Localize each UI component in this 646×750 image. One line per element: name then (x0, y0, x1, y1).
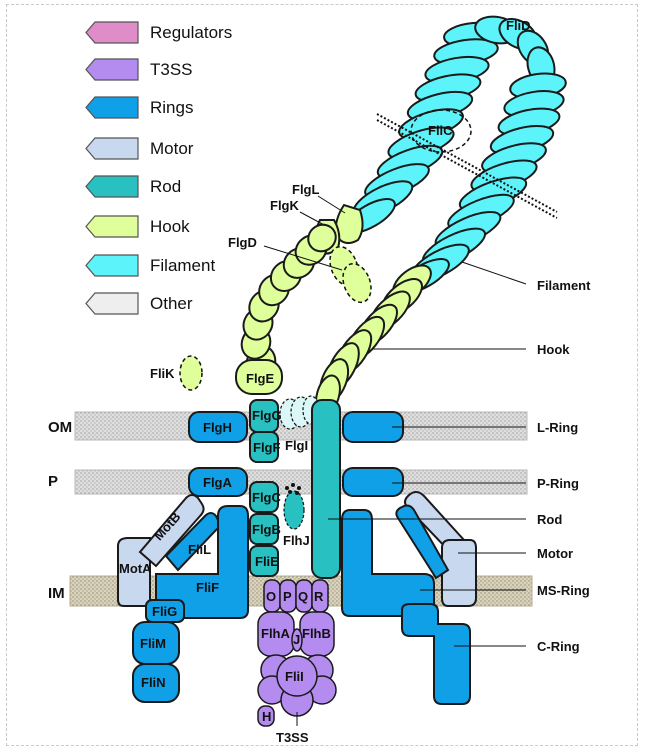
h-label: H (262, 709, 271, 724)
diagram-label: Rod (150, 177, 181, 196)
filament (340, 13, 567, 300)
diagram-label: Rings (150, 98, 193, 117)
mota-right (442, 540, 476, 606)
legend-item-regulators: Regulators (86, 22, 232, 43)
motor-label: Motor (537, 546, 573, 561)
t3ss-export-apparatus: O P Q R FlhA FlhB J FliI H (258, 580, 336, 726)
p-label: P (48, 473, 58, 490)
q-label: Q (298, 589, 308, 604)
rod-right (312, 400, 340, 578)
ms-ring-label: MS-Ring (537, 583, 590, 598)
rod-left (250, 400, 278, 576)
filament-label: Filament (537, 278, 591, 293)
rod-label: Rod (537, 512, 562, 527)
flgg-label: FlgG (252, 408, 282, 423)
flgk-label: FlgK (270, 198, 299, 213)
diagram-label: FlgA (203, 475, 232, 490)
diagram-label: MotA (119, 561, 152, 576)
flgd (325, 243, 376, 306)
flgd-label: FlgD (228, 235, 257, 250)
o-label: O (266, 589, 276, 604)
legend-item-rod: Rod (86, 176, 181, 197)
diagram-label: FliM (140, 636, 166, 651)
diagram-label: Other (150, 294, 193, 313)
diagram-label: T3SS (150, 60, 193, 79)
diagram-label: FlgE (246, 371, 274, 386)
diagram-label: Motor (150, 139, 194, 158)
flgl-label: FlgL (292, 182, 319, 197)
legend-item-motor: Motor (86, 138, 194, 159)
im-label: IM (48, 585, 65, 602)
diagram-label: FliL (188, 542, 211, 557)
flgc-label: FlgC (252, 490, 281, 505)
p-subunit-label: P (283, 589, 292, 604)
om-label: OM (48, 419, 72, 436)
flie-label: FliE (255, 554, 279, 569)
legend-item-t3ss: T3SS (86, 59, 193, 80)
legend: Regulators T3SS Rings Motor Rod Hook Fil… (86, 22, 232, 314)
diagram-label: Regulators (150, 23, 232, 42)
flid-label: FliD (506, 18, 531, 33)
diagram-label: FliG (152, 604, 177, 619)
c-ring-label: C-Ring (537, 639, 580, 654)
diagram-label: Filament (150, 256, 215, 275)
legend-item-rings: Rings (86, 97, 193, 118)
diagram-label: FlgH (203, 420, 232, 435)
l-ring-label: L-Ring (537, 420, 578, 435)
p-ring-right (343, 468, 403, 496)
legend-item-other: Other (86, 293, 193, 314)
hook-label: Hook (537, 342, 570, 357)
flha-label: FlhA (261, 626, 290, 641)
c-ring-right (402, 604, 470, 704)
flgi-label: FlgI (285, 438, 308, 453)
peptidoglycan-layer (75, 470, 527, 494)
t3ss-label: T3SS (276, 730, 309, 745)
diagram-label: Hook (150, 217, 190, 236)
flic-label: FliC (428, 123, 453, 138)
legend-item-filament: Filament (86, 255, 215, 276)
diagram-label: FliN (141, 675, 166, 690)
flii-label: FliI (285, 669, 304, 684)
flhb-label: FlhB (302, 626, 331, 641)
j-label: J (293, 632, 300, 647)
r-label: R (314, 589, 324, 604)
flgf-label: FlgF (253, 440, 280, 455)
diagram-label: FliF (196, 580, 219, 595)
flik-label: FliK (150, 366, 175, 381)
flgb-label: FlgB (252, 522, 281, 537)
p-ring-label: P-Ring (537, 476, 579, 491)
flhj-label: FlhJ (283, 533, 310, 548)
legend-item-hook: Hook (86, 216, 190, 237)
flik (180, 356, 202, 390)
